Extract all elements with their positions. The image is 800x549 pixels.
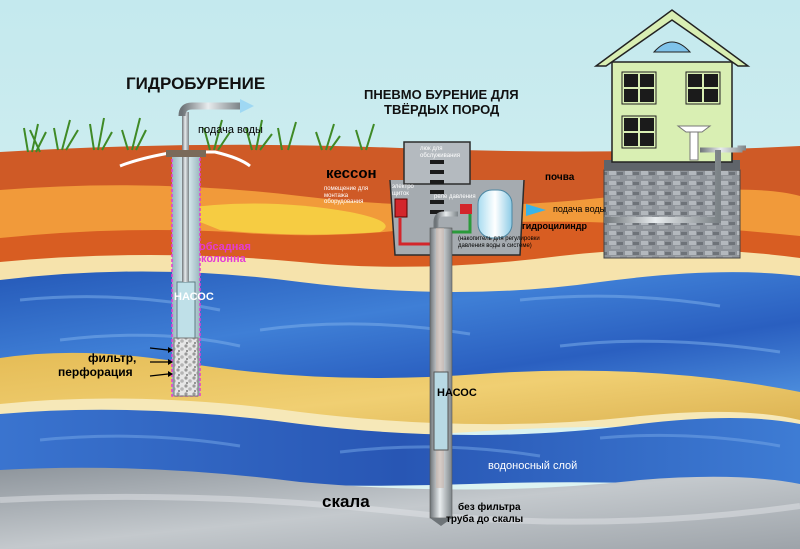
electric-panel-label: электро щиток [392,184,414,197]
attic-window [652,41,692,53]
electric-panel [394,198,408,218]
rock-label: скала [322,492,370,511]
right-water-arrow [526,204,546,216]
service-hatch-line2: обслуживания [420,152,461,159]
caisson-note-line1: помещение для [324,186,369,192]
left-filter [173,337,199,397]
hydrocylinder-note: (накопитель для регулировки давления вод… [458,236,540,249]
right-water-supply-label: подача воды [553,204,607,214]
hydrocylinder-label: гидроцилиндр [522,221,587,231]
title-hydro-drilling: ГИДРОБУРЕНИЕ [126,74,266,93]
title-pneumo-line2: ТВЁРДЫХ ПОРОД [384,102,500,117]
clay-lens [170,203,386,235]
pressure-relay [460,204,472,214]
casing-label-line1: обсадная [199,241,251,253]
caisson-label: кессон [326,165,377,182]
house-roof [593,9,751,67]
pressure-relay-label: реле давления [434,194,476,200]
title-pneumo-line1: ПНЕВМО БУРЕНИЕ ДЛЯ [364,87,519,102]
service-hatch-label: люк для обслуживания [420,146,460,159]
right-pump [433,371,449,451]
caisson-note-line2: монтажа [324,192,349,199]
electric-line2: щиток [392,190,409,197]
no-filter-line1: без фильтра [458,502,521,513]
filter-label-line1: фильтр, [88,351,137,365]
house-supply-pipe [604,150,721,223]
left-riser-pipe [182,112,189,282]
caisson-note: помещение для монтажа оборудования [324,186,368,206]
no-filter-line2: труба до скалы [446,514,524,525]
rock-layer [0,467,800,549]
casing-label-line2: колонна [201,253,246,265]
grass [23,117,375,153]
hydrocylinder-tank [477,189,513,239]
soil-label: почва [545,172,575,183]
left-water-supply-label: подача воды [198,124,263,136]
right-pump-label: НАСОС [437,387,477,399]
hydrocylinder-note-line1: (накопитель для регулировки [458,236,540,242]
sink [676,125,712,133]
lower-aquifer [0,409,800,492]
filter-label-line2: перфорация [58,365,133,379]
electric-line1: электро [392,184,414,190]
left-pump-label: НАСОС [174,291,214,303]
left-water-arrow [240,99,254,113]
hydrocylinder-note-line2: давления воды в системе) [458,242,532,249]
aquifer-label: водоносный слой [488,460,578,472]
caisson-note-line3: оборудования [324,199,364,206]
service-hatch-line1: люк для [420,146,443,152]
